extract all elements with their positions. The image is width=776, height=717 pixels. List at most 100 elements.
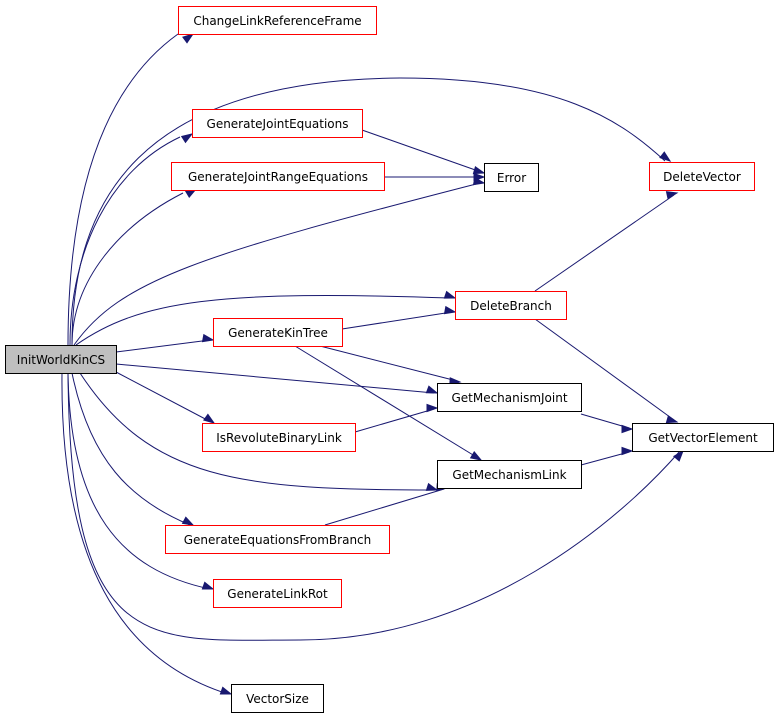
edge-DeleteBranch-to-DeleteVector [534, 191, 679, 292]
node-box [178, 6, 377, 35]
arrowhead [621, 424, 634, 434]
arrowhead [426, 403, 439, 413]
arrowhead [469, 450, 483, 461]
arrowhead [473, 172, 486, 182]
node-label: GenerateKinTree [228, 326, 328, 340]
edge-InitWorldKinCS-to-GenerateJointRangeEquations [71, 188, 198, 346]
edge-line [75, 294, 451, 346]
edge-line [69, 136, 181, 346]
arrowhead [665, 415, 679, 424]
node-box [165, 525, 390, 554]
node-label: GetVectorElement [648, 431, 758, 445]
edge-InitWorldKinCS-to-IsRevoluteBinaryLink [115, 371, 216, 424]
node-label: GenerateLinkRot [227, 587, 328, 601]
edge-InitWorldKinCS-to-GetMechanismJoint [115, 363, 439, 394]
edge-line [361, 129, 482, 173]
edges-layer [61, 33, 684, 695]
node-GenerateEquationsFromBranch[interactable]: GenerateEquationsFromBranch [165, 525, 390, 554]
arrowhead [201, 333, 215, 343]
node-GetMechanismJoint[interactable]: GetMechanismJoint [437, 383, 582, 412]
arrowhead [673, 449, 684, 462]
node-label: VectorSize [246, 692, 309, 706]
edge-line [319, 345, 458, 382]
edge-IsRevoluteBinaryLink-to-GetMechanismJoint [354, 403, 439, 433]
edge-GenerateKinTree-to-DeleteBranch [341, 305, 457, 330]
node-box [437, 383, 582, 412]
arrowhead [201, 581, 215, 590]
edge-GenerateKinTree-to-GetMechanismJoint [319, 345, 462, 386]
node-DeleteBranch[interactable]: DeleteBranch [455, 291, 567, 320]
arrowhead [182, 33, 195, 44]
edge-GenerateJointEquations-to-Error [361, 129, 486, 175]
edge-line [67, 372, 681, 641]
node-label: GetMechanismJoint [451, 391, 567, 405]
node-box [192, 109, 363, 138]
edge-InitWorldKinCS-to-GetVectorElement [67, 372, 684, 641]
edge-line [580, 413, 630, 429]
edge-InitWorldKinCS-to-GenerateKinTree [115, 333, 215, 353]
edge-line [71, 372, 191, 526]
node-InitWorldKinCS[interactable]: InitWorldKinCS [5, 345, 117, 374]
edge-line [115, 363, 435, 394]
edge-line [115, 339, 211, 353]
node-GetVectorElement[interactable]: GetVectorElement [632, 423, 774, 452]
arrowhead [443, 290, 457, 299]
nodes-layer: InitWorldKinCS ChangeLinkReferenceFrameGe… [5, 6, 774, 713]
arrowhead [425, 385, 439, 394]
node-box [5, 345, 117, 374]
node-box [171, 162, 385, 191]
edge-GetMechanismJoint-to-GetVectorElement [580, 413, 634, 434]
edge-line [67, 33, 179, 346]
arrowhead [665, 191, 679, 200]
node-DeleteVector[interactable]: DeleteVector [649, 162, 755, 191]
arrowhead [219, 686, 233, 695]
node-label: GenerateJointEquations [207, 117, 349, 131]
arrowhead [443, 305, 457, 315]
edge-line [354, 408, 435, 433]
arrowhead [203, 413, 216, 424]
node-box [455, 291, 567, 320]
edge-InitWorldKinCS-to-DeleteBranch [75, 290, 457, 346]
node-label: GetMechanismLink [452, 468, 566, 482]
node-box [649, 162, 755, 191]
node-box [231, 684, 324, 713]
node-label: ChangeLinkReferenceFrame [193, 14, 361, 28]
edge-line [341, 311, 453, 330]
edge-line [534, 194, 675, 292]
node-ChangeLinkReferenceFrame[interactable]: ChangeLinkReferenceFrame [178, 6, 377, 35]
edge-line [294, 345, 479, 459]
node-label: IsRevoluteBinaryLink [216, 431, 342, 445]
node-label: GenerateEquationsFromBranch [184, 533, 372, 547]
edge-line [67, 372, 211, 590]
edge-line [115, 371, 212, 423]
edge-InitWorldKinCS-to-GetMechanismLink [79, 372, 439, 491]
node-label: DeleteVector [663, 170, 741, 184]
edge-line [580, 451, 630, 466]
edge-InitWorldKinCS-to-GenerateLinkRot [67, 372, 215, 590]
node-GenerateKinTree[interactable]: GenerateKinTree [213, 318, 343, 347]
edge-GenerateKinTree-to-GetMechanismLink [294, 345, 483, 461]
edge-line [71, 192, 184, 346]
node-box [632, 423, 774, 452]
node-label: InitWorldKinCS [17, 353, 105, 367]
node-label: DeleteBranch [470, 299, 552, 313]
node-Error[interactable]: Error [484, 163, 539, 192]
edge-InitWorldKinCS-to-VectorSize [61, 372, 233, 695]
node-GetMechanismLink[interactable]: GetMechanismLink [437, 460, 582, 489]
arrowhead [180, 133, 194, 144]
node-VectorSize[interactable]: VectorSize [231, 684, 324, 713]
edge-line [71, 77, 666, 346]
edge-InitWorldKinCS-to-GenerateJointEquations [69, 133, 194, 346]
node-IsRevoluteBinaryLink[interactable]: IsRevoluteBinaryLink [202, 423, 356, 452]
node-GenerateJointEquations[interactable]: GenerateJointEquations [192, 109, 363, 138]
arrowhead [181, 516, 195, 526]
node-GenerateJointRangeEquations[interactable]: GenerateJointRangeEquations [171, 162, 385, 191]
node-GenerateLinkRot[interactable]: GenerateLinkRot [213, 579, 342, 608]
edge-InitWorldKinCS-to-ChangeLinkReferenceFrame [67, 33, 195, 346]
edge-InitWorldKinCS-to-GenerateEquationsFromBranch [71, 372, 195, 526]
arrowhead [472, 166, 486, 175]
arrowhead [425, 482, 439, 491]
arrowhead [621, 446, 634, 456]
node-box [213, 579, 342, 608]
